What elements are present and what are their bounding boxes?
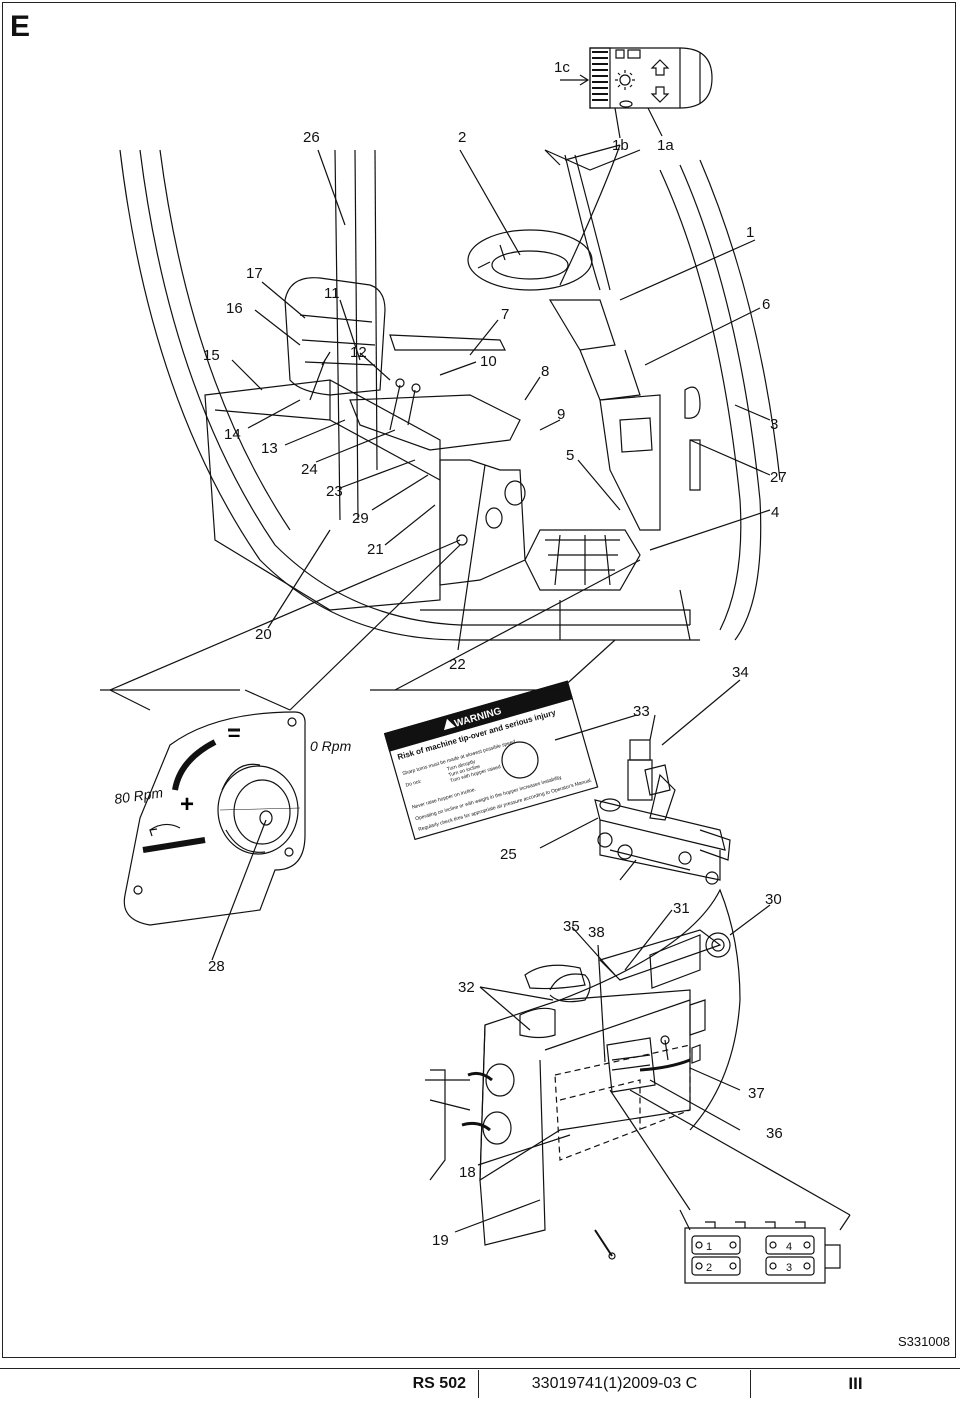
callout-35: 35 (563, 918, 580, 935)
callout-5: 5 (566, 447, 574, 464)
callout-23: 23 (326, 483, 343, 500)
technical-drawing: 1c 1b 1a 26 2 1 17 16 11 7 6 15 12 10 8 … (100, 47, 851, 1284)
callout-27: 27 (770, 469, 787, 486)
callout-34: 34 (732, 664, 749, 681)
callout-1a: 1a (657, 137, 674, 154)
minus-sign: – (228, 722, 240, 747)
callout-10: 10 (480, 353, 497, 370)
callout-24: 24 (301, 461, 318, 478)
fuse-pin-3: 3 (786, 1262, 792, 1274)
callout-33: 33 (633, 703, 650, 720)
callout-2: 2 (458, 129, 466, 146)
callout-16: 16 (226, 300, 243, 317)
speed-max-label: 80 Rpm (113, 784, 164, 807)
fuse-pin-4: 4 (786, 1241, 792, 1253)
callout-3: 3 (770, 416, 778, 433)
figure-code: S331008 (897, 1334, 950, 1349)
callout-8: 8 (541, 363, 549, 380)
fuse-pin-1: 1 (706, 1241, 712, 1253)
footer-rule (0, 1368, 960, 1369)
callout-12: 12 (350, 344, 367, 361)
callout-31: 31 (673, 900, 690, 917)
callout-30: 30 (765, 891, 782, 908)
callout-15: 15 (203, 347, 220, 364)
callout-20: 20 (255, 626, 272, 643)
callout-28: 28 (208, 958, 225, 975)
callout-25: 25 (500, 846, 517, 863)
speed-min-label: 0 Rpm (310, 738, 352, 754)
callout-21: 21 (367, 541, 384, 558)
warning-do-not: Do not: (405, 778, 422, 788)
callout-1c: 1c (554, 59, 570, 76)
callout-26: 26 (303, 129, 320, 146)
footer-model: RS 502 (412, 1375, 466, 1392)
callout-13: 13 (261, 440, 278, 457)
footer-document-number: 33019741(1)2009-03 C (478, 1370, 750, 1398)
fuse-pin-2: 2 (706, 1262, 712, 1274)
footer: RS 502 33019741(1)2009-03 C III (0, 1370, 960, 1401)
callout-22: 22 (449, 656, 466, 673)
callout-38: 38 (588, 924, 605, 941)
callout-29: 29 (352, 510, 369, 527)
callout-7: 7 (501, 306, 509, 323)
section-letter: E (10, 10, 31, 43)
callout-32: 32 (458, 979, 475, 996)
callout-18: 18 (459, 1164, 476, 1181)
callout-1b: 1b (612, 137, 629, 154)
callout-9: 9 (557, 406, 565, 423)
callout-17: 17 (246, 265, 263, 282)
callout-1: 1 (746, 224, 754, 241)
callout-19: 19 (432, 1232, 449, 1249)
callout-4: 4 (771, 504, 779, 521)
plus-sign: + (180, 791, 194, 818)
footer-revision: III (750, 1370, 960, 1398)
callout-11: 11 (324, 285, 340, 302)
callout-36: 36 (766, 1125, 783, 1142)
drawing-frame (2, 2, 956, 1358)
callout-6: 6 (762, 296, 770, 313)
callout-37: 37 (748, 1085, 765, 1102)
callout-14: 14 (224, 426, 241, 443)
